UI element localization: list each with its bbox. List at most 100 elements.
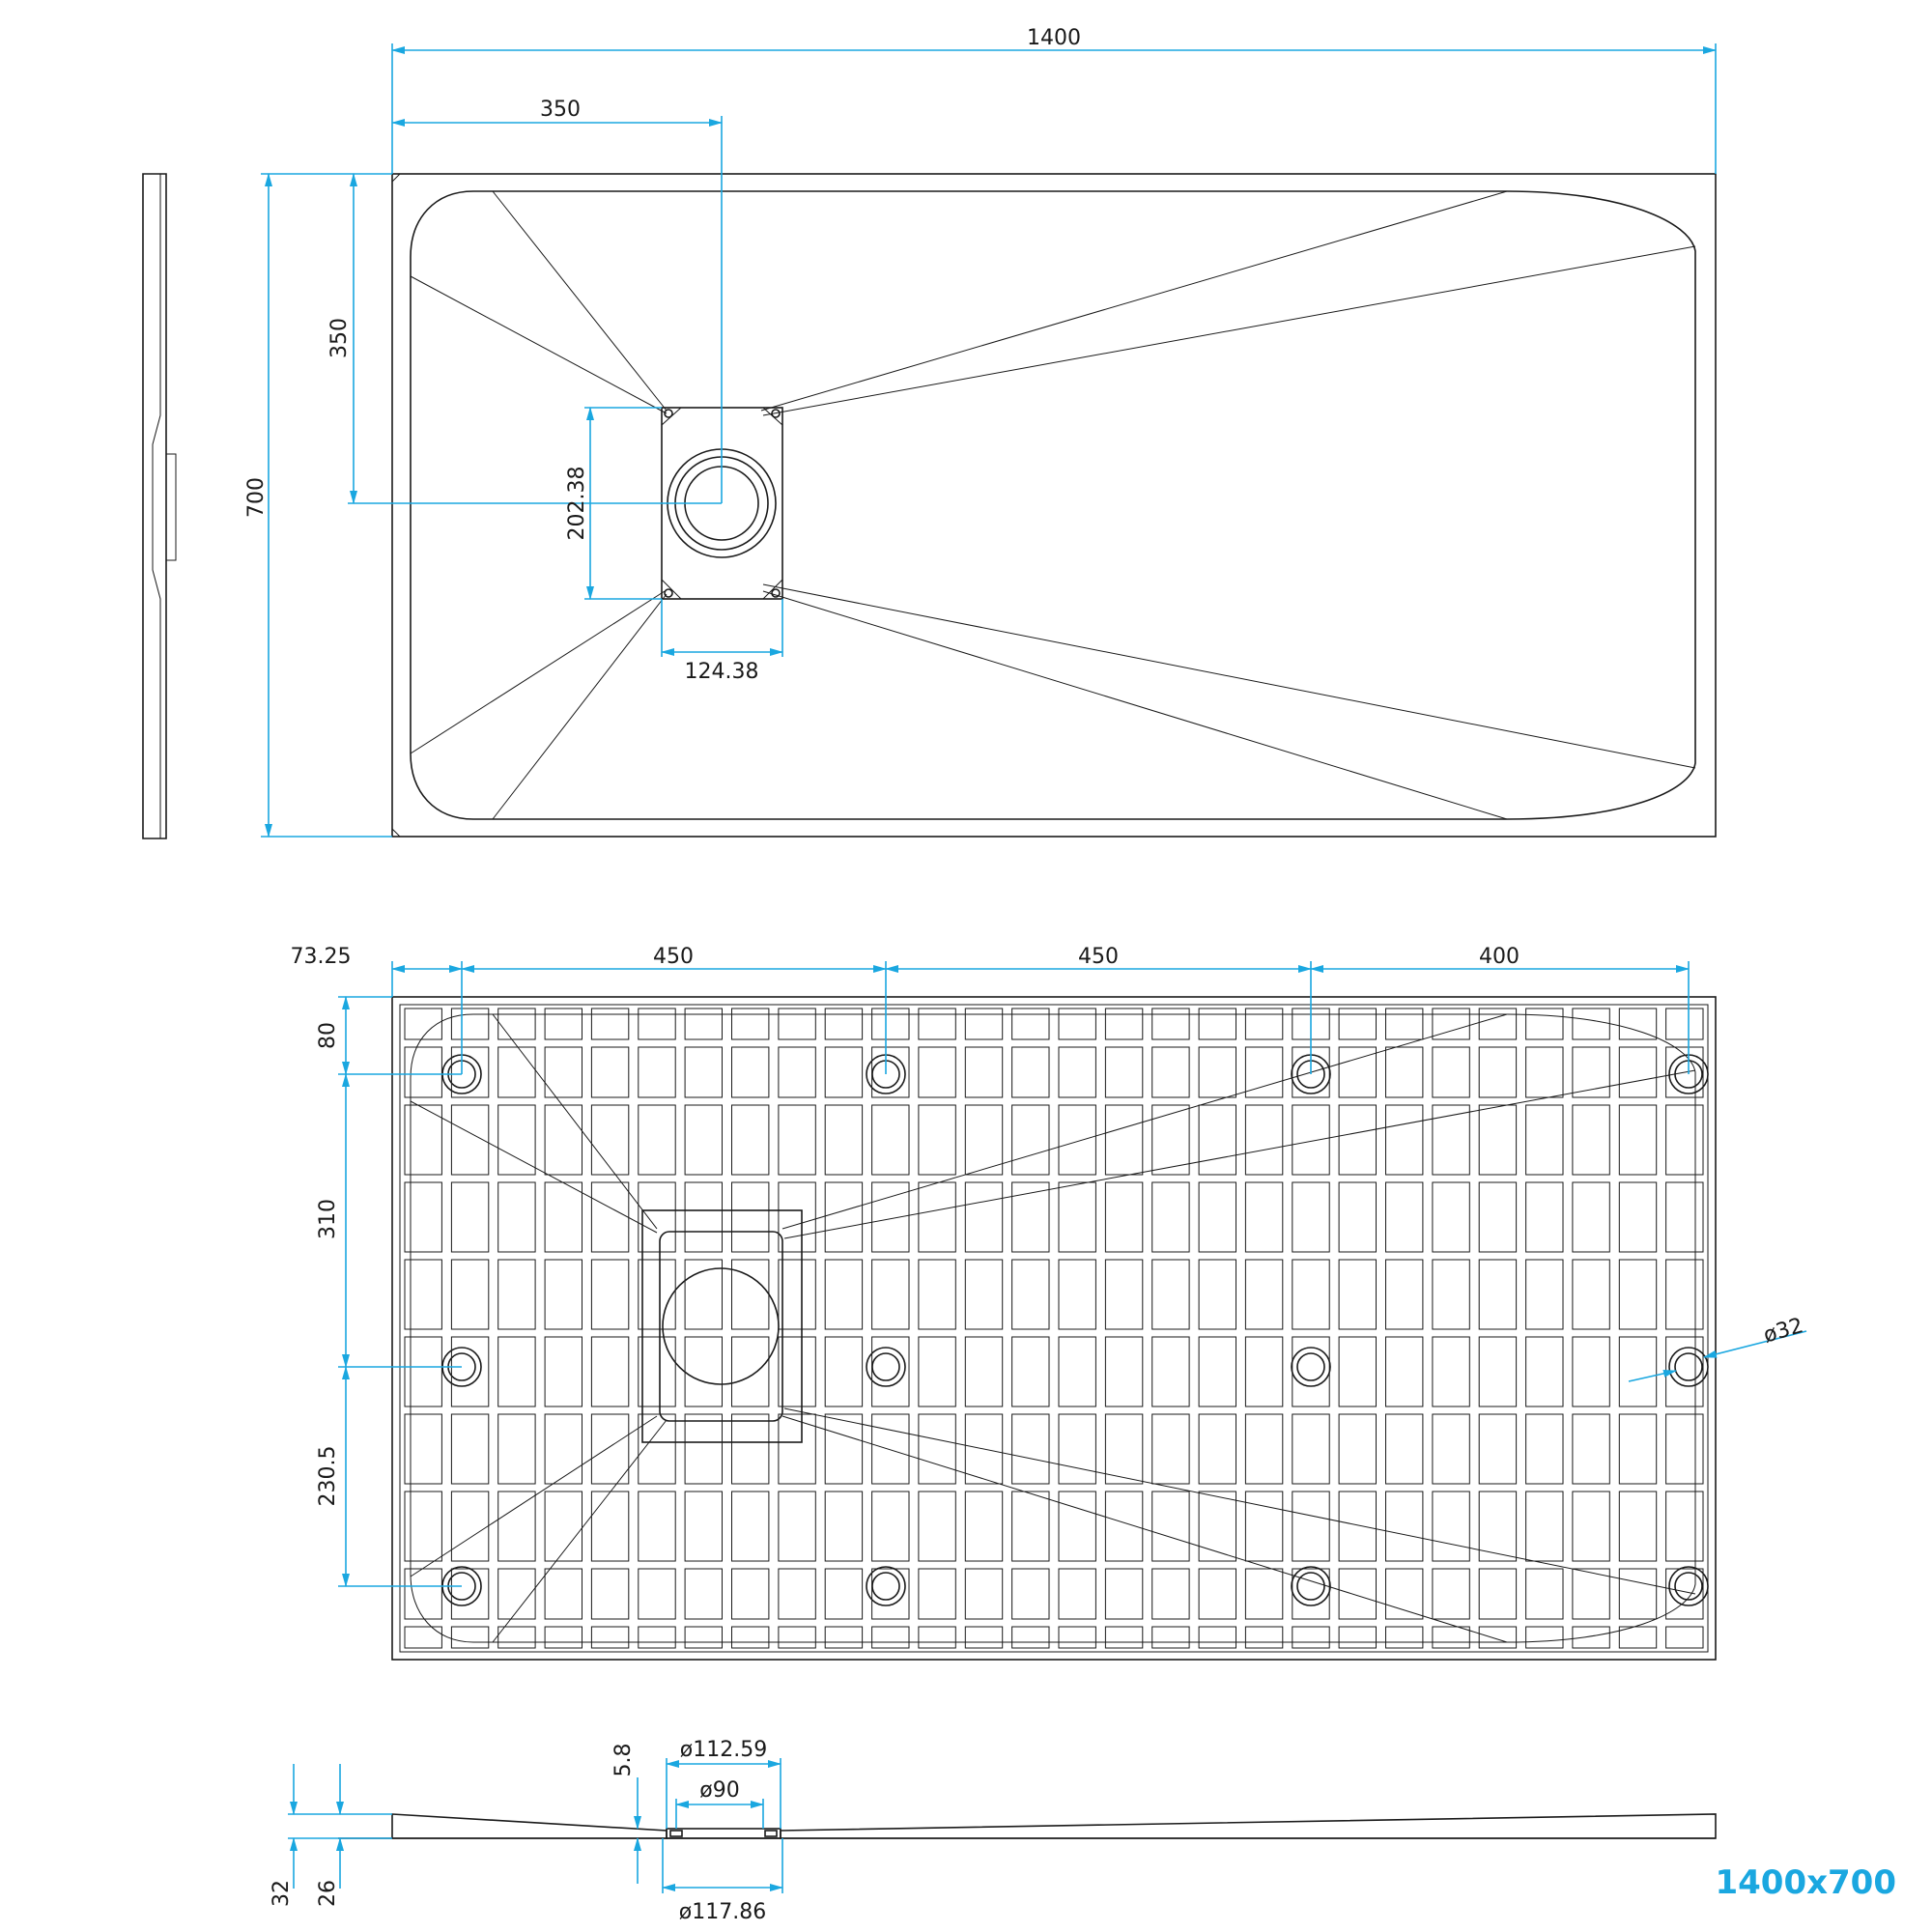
edge-thickness-label: 26: [316, 1880, 340, 1907]
grid-cell: [778, 1568, 816, 1620]
grid-cell: [638, 1336, 676, 1407]
grid-cell: [1432, 1046, 1470, 1098]
grid-cell: [1432, 1413, 1470, 1485]
grid-cell: [964, 1181, 1004, 1253]
grid-cell: [1292, 1104, 1330, 1176]
grid-cell: [1618, 1046, 1658, 1098]
grid-cell: [1525, 1491, 1564, 1562]
grid-cell: [544, 1336, 582, 1407]
grid-cell: [1618, 1259, 1658, 1330]
grid-cell: [404, 1413, 442, 1485]
grid-cell: [404, 1491, 442, 1562]
grid-cell: [684, 1491, 723, 1562]
grid-cell: [1525, 1259, 1564, 1330]
grid-cell: [544, 1413, 582, 1485]
grid-cell: [778, 1259, 816, 1330]
grid-cell: [1244, 1336, 1284, 1407]
product-size-label: 1400x700: [1715, 1863, 1896, 1902]
grid-cell: [544, 1568, 582, 1620]
support-foot-icon: [1291, 1347, 1331, 1387]
grid-cell: [1432, 1626, 1470, 1649]
grid-cell: [824, 1008, 864, 1040]
grid-cell: [778, 1491, 816, 1562]
underside-inner-frame: [399, 1004, 1709, 1653]
grid-cell: [1151, 1336, 1190, 1407]
grid-cell: [1665, 1568, 1704, 1620]
grid-cell: [731, 1046, 770, 1098]
grid-cell: [918, 1626, 956, 1649]
top-view: 1400 350 700 350 202.38 124.38: [244, 26, 1717, 838]
underside-basin: [410, 1013, 1696, 1643]
support-foot-icon: [1674, 1352, 1703, 1381]
grid-cell: [1432, 1336, 1470, 1407]
grid-cell: [1011, 1104, 1050, 1176]
tray-corner-top-left: [391, 173, 401, 183]
grid-cell: [1198, 1046, 1236, 1098]
grid-cell: [684, 1259, 723, 1330]
grid-cell: [638, 1181, 676, 1253]
grid-cell: [1338, 1568, 1377, 1620]
grid-cell: [1525, 1008, 1564, 1040]
grid-cell: [1244, 1008, 1284, 1040]
drain-y-dimension-label: 350: [327, 318, 352, 358]
grid-cell: [1478, 1491, 1518, 1562]
grid-cell: [1058, 1626, 1096, 1649]
grid-cell: [544, 1259, 582, 1330]
grid-cell: [964, 1259, 1004, 1330]
grid-cell: [1665, 1181, 1704, 1253]
grid-cell: [684, 1626, 723, 1649]
grid-cell: [1104, 1491, 1144, 1562]
grid-cell: [1478, 1626, 1518, 1649]
side-profile-view: [142, 173, 177, 839]
grid-cell: [544, 1626, 582, 1649]
grid-cell: [1058, 1181, 1096, 1253]
grid-cell: [1525, 1413, 1564, 1485]
grid-cell: [1478, 1046, 1518, 1098]
grid-cell: [1151, 1626, 1190, 1649]
grid-cell: [684, 1046, 723, 1098]
grid-cell: [918, 1491, 956, 1562]
section-left-part: [391, 1813, 668, 1839]
grid-cell: [497, 1046, 536, 1098]
support-foot-icon: [1296, 1572, 1325, 1601]
grid-cell: [1572, 1259, 1610, 1330]
spacing-1-label: 450: [653, 945, 694, 969]
support-foot-icon: [1674, 1572, 1703, 1601]
grid-cell: [404, 1104, 442, 1176]
grid-cell: [497, 1491, 536, 1562]
grid-cell: [1292, 1491, 1330, 1562]
base-diameter-label: ø117.86: [679, 1900, 766, 1924]
grid-cell: [1011, 1626, 1050, 1649]
grid-cell: [1104, 1008, 1144, 1040]
section-right-part: [780, 1813, 1717, 1839]
grid-cell: [1104, 1046, 1144, 1098]
grid-cell: [1618, 1008, 1658, 1040]
grid-cell: [450, 1626, 490, 1649]
grid-cell: [1665, 1046, 1704, 1098]
grid-cell: [1244, 1104, 1284, 1176]
tray-outline: [391, 173, 1717, 838]
drain-screw-icon: [771, 409, 781, 418]
top-view-dimensions: 1400 350 700 350 202.38 124.38: [244, 26, 1717, 838]
grid-cell: [778, 1104, 816, 1176]
grid-cell: [964, 1104, 1004, 1176]
grid-cell: [824, 1491, 864, 1562]
grid-cell: [1011, 1491, 1050, 1562]
grid-cell: [1432, 1259, 1470, 1330]
grid-cell: [1572, 1008, 1610, 1040]
grid-cell: [1104, 1259, 1144, 1330]
grid-cell: [544, 1181, 582, 1253]
grid-cell: [1385, 1336, 1424, 1407]
grid-cell: [824, 1181, 864, 1253]
grid-cell: [1618, 1568, 1658, 1620]
grid-cell: [1011, 1181, 1050, 1253]
grid-cell: [590, 1491, 630, 1562]
grid-cell: [1385, 1626, 1424, 1649]
grid-cell: [1618, 1181, 1658, 1253]
grid-cell: [638, 1626, 676, 1649]
grid-cell: [964, 1626, 1004, 1649]
grid-cell: [450, 1104, 490, 1176]
grid-cell: [964, 1008, 1004, 1040]
grid-cell: [824, 1046, 864, 1098]
